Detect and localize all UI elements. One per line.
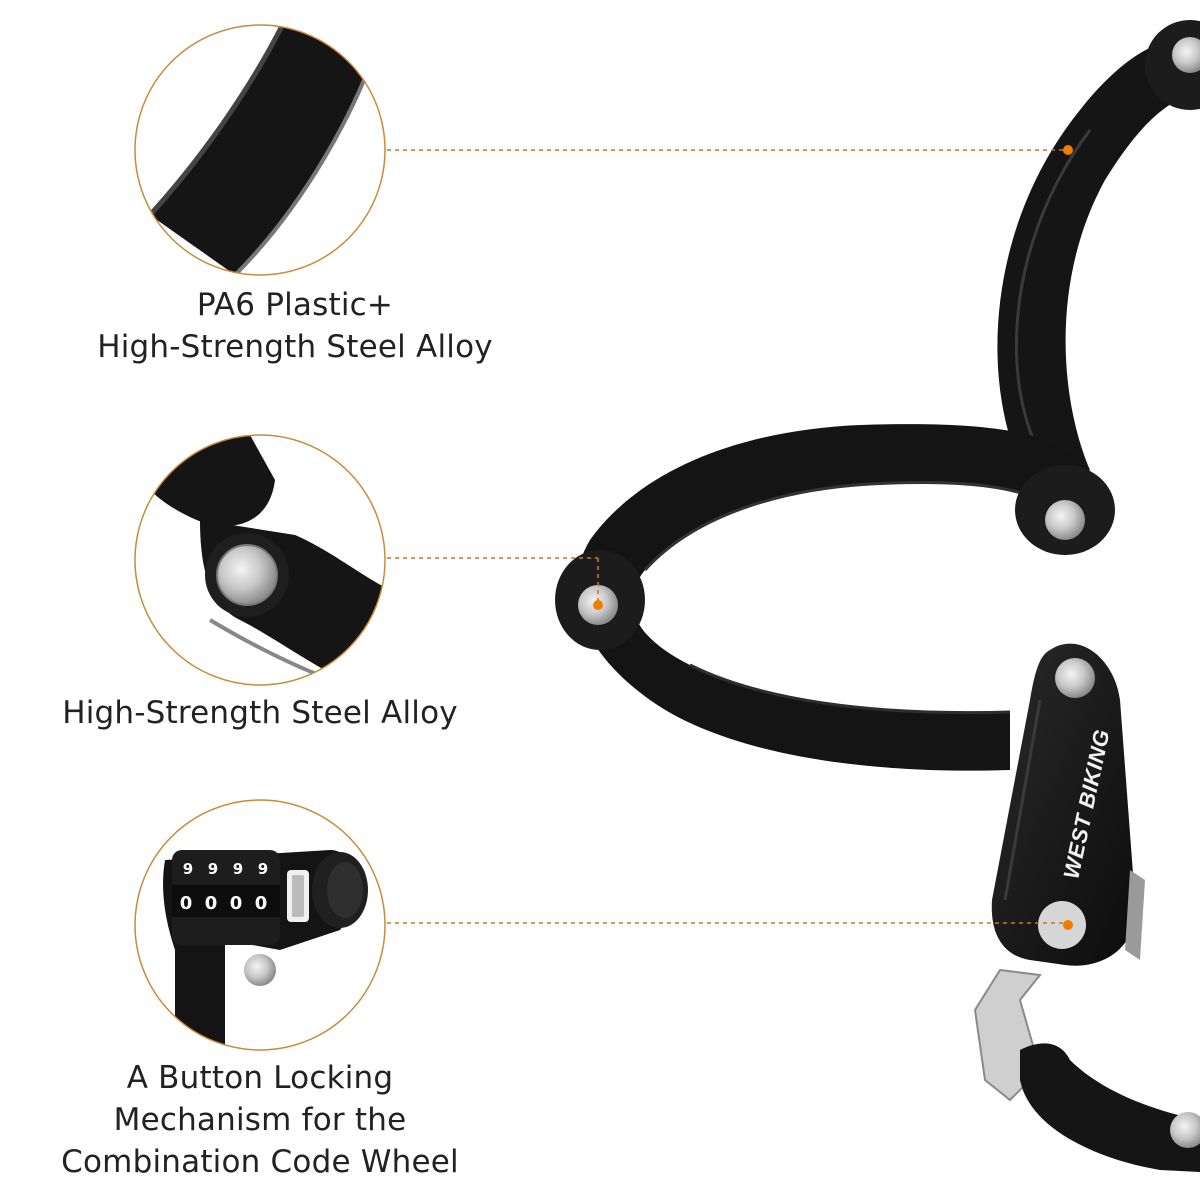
caption-button-lock: A Button Locking Mechanism for the Combi… [20, 1057, 500, 1183]
caption-plastic-alloy: PA6 Plastic+ High-Strength Steel Alloy [30, 284, 560, 368]
caption-line: A Button Locking [126, 1060, 394, 1096]
wheel-top-digit: 9 [183, 860, 193, 878]
detail-circle-joint [134, 434, 386, 686]
callout-dot-2 [593, 600, 603, 610]
wheel-mid-digit: 0 [180, 893, 193, 914]
wheel-mid-digit: 0 [255, 893, 268, 914]
wheel-mid-digit: 0 [230, 893, 243, 914]
lock-body [991, 643, 1136, 966]
wheel-top-digit: 9 [208, 860, 218, 878]
wheel-mid-digit: 0 [205, 893, 218, 914]
caption-steel-alloy: High-Strength Steel Alloy [20, 692, 500, 734]
detail-circle-bar-material [134, 24, 386, 276]
callout-lines [387, 149, 1068, 924]
rivet [1172, 37, 1200, 73]
caption-line: High-Strength Steel Alloy [62, 695, 458, 731]
rivet [244, 954, 276, 986]
lock-bar-loop [576, 424, 1080, 771]
rivet [1170, 1112, 1200, 1148]
wheel-top-digit: 9 [258, 860, 268, 878]
caption-line: PA6 Plastic+ [196, 287, 394, 323]
folding-lock: WEST BIKING [555, 20, 1200, 1172]
rivet [1055, 658, 1095, 698]
wheel-top-digit: 9 [233, 860, 243, 878]
caption-line: Mechanism for the [113, 1102, 407, 1138]
detail-circle-combination: 9 9 9 9 0 0 0 0 [134, 799, 386, 1051]
rivet [1038, 901, 1086, 949]
rivet [217, 545, 277, 605]
lock-bar-top [997, 40, 1200, 500]
caption-line: High-Strength Steel Alloy [97, 329, 493, 365]
callout-dot-1 [1063, 145, 1073, 155]
rivet [1045, 500, 1085, 540]
caption-line: Combination Code Wheel [61, 1144, 459, 1180]
lock-bar-bottom [1020, 1043, 1200, 1172]
callout-dot-3 [1063, 920, 1073, 930]
